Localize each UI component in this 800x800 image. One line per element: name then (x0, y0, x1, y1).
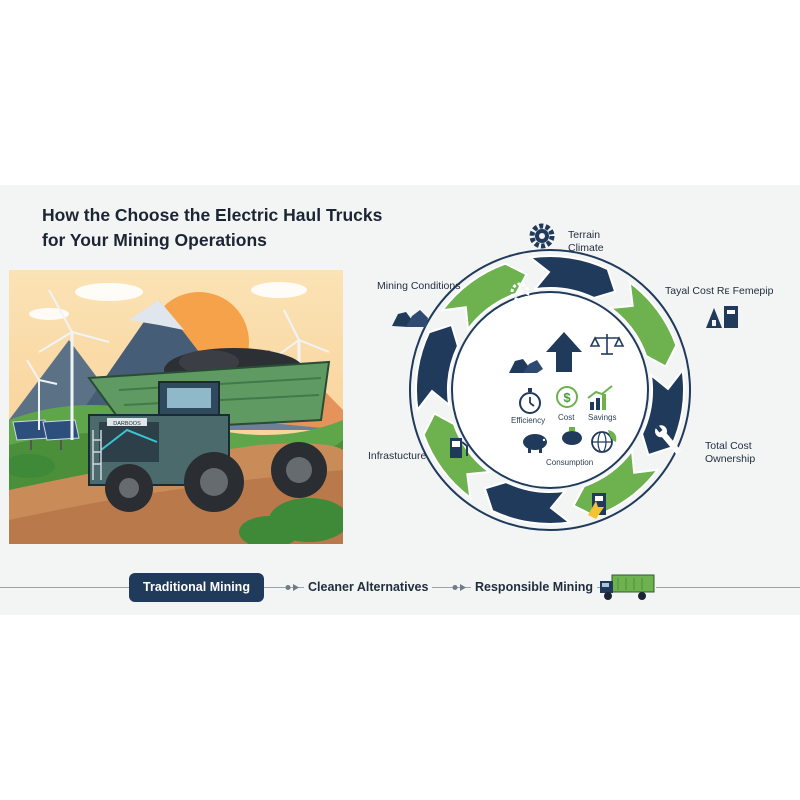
cycle-segment (607, 280, 678, 368)
truck-plate: DARBOOS (113, 421, 141, 427)
label-cost: Cost (558, 413, 575, 422)
rocks-icon (509, 359, 543, 373)
selection-cycle-diagram: $ (392, 223, 738, 531)
segment-gear-icon (510, 282, 530, 302)
cycle-segment (640, 367, 685, 457)
arrow-right-icon (452, 584, 466, 591)
cycle-segment (440, 262, 528, 333)
piggy-bank-icon (523, 434, 547, 453)
page-title: How the Choose the Electric Haul Trucks … (42, 203, 422, 253)
wrench-icon (655, 425, 682, 455)
gear-icon (529, 223, 555, 249)
step-traditional-mining: Traditional Mining (129, 573, 264, 602)
step-responsible-mining: Responsible Mining (471, 580, 598, 594)
cloud-icon (29, 282, 307, 320)
cycle-segment (415, 323, 460, 413)
step-cleaner-alternatives: Cleaner Alternatives (304, 580, 433, 594)
label-savings: Savings (588, 413, 617, 422)
label-terrain-climate: Terrain Climate (568, 229, 604, 254)
label-efficiency: Efficiency (511, 416, 546, 425)
label-total-cost-ownership: Total Cost Ownership (705, 440, 756, 465)
growth-chart-icon (587, 385, 613, 410)
building-icon (706, 306, 738, 328)
dollar-icon: $ (556, 386, 578, 408)
haul-truck-illustration: DARBOOS (9, 270, 343, 544)
electric-haul-truck: DARBOOS (87, 348, 331, 512)
title-line-2: for Your Mining Operations (42, 230, 267, 250)
scales-icon (589, 334, 625, 355)
svg-text:$: $ (563, 390, 571, 405)
fuel-pump-icon (450, 438, 468, 458)
label-tayal-cost: Tayal Cost Rᴇ Femepip (665, 285, 774, 297)
label-infrastructure: Infrastucture (368, 450, 427, 462)
piggy-bank-icon (562, 427, 582, 445)
label-consumption: Consumption (546, 458, 594, 467)
cycle-segment (483, 480, 573, 525)
title-line-1: How the Choose the Electric Haul Trucks (42, 205, 383, 225)
charging-station-icon (588, 493, 606, 519)
green-truck-icon (600, 574, 655, 600)
globe-leaf-icon (591, 430, 617, 453)
label-mining-conditions: Mining Conditions (377, 280, 461, 292)
rocks-icon (392, 310, 428, 327)
timeline-line (0, 587, 129, 588)
stopwatch-icon (519, 388, 541, 414)
arrow-up-icon (546, 332, 582, 372)
timeline-line (656, 587, 800, 588)
cycle-segment (527, 255, 617, 300)
arrow-right-icon (285, 584, 299, 591)
